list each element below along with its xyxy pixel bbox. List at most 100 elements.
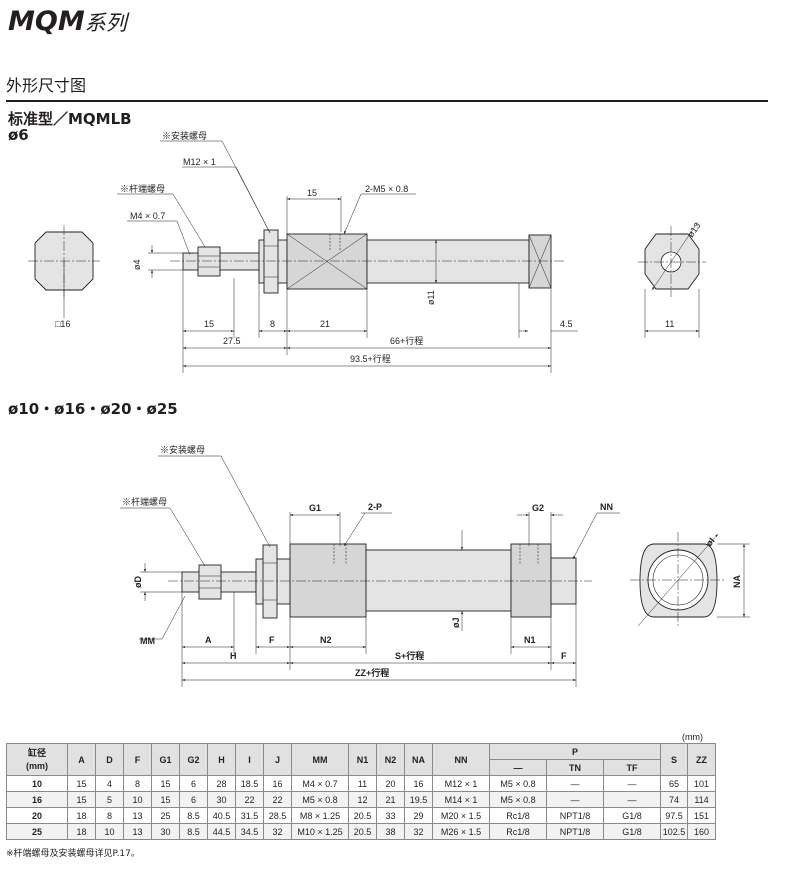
col-p: P bbox=[489, 743, 661, 760]
table-header-row: 缸径(mm) A D F G1 G2 H I J MM N1 N2 NA NN … bbox=[6, 743, 716, 776]
cell-n1: 20.5 bbox=[348, 823, 377, 840]
cell-p: M5 × 0.8 bbox=[489, 791, 547, 808]
cell-nn: M20 × 1.5 bbox=[432, 807, 490, 824]
cell-f: 8 bbox=[123, 775, 152, 792]
cell-a: 18 bbox=[67, 823, 96, 840]
cell-s: 102.5 bbox=[660, 823, 688, 840]
dimension-drawings: □16 bbox=[28, 130, 750, 687]
cell-tf: G1/8 bbox=[603, 823, 661, 840]
cell-mm: M10 × 1.25 bbox=[291, 823, 349, 840]
label-n1: N1 bbox=[524, 635, 536, 645]
col-p-std: — bbox=[489, 759, 547, 776]
col-nn: NN bbox=[432, 743, 490, 776]
dim-66-stroke: 66+行程 bbox=[390, 335, 423, 346]
col-a: A bbox=[67, 743, 96, 776]
cell-j: 22 bbox=[263, 791, 292, 808]
label-n2: N2 bbox=[320, 635, 332, 645]
large-drawing: ※安装螺母 ※杆端螺母 2-P NN G1 G2 øD øJ MM bbox=[120, 444, 750, 687]
dimension-table: 缸径(mm) A D F G1 G2 H I J MM N1 N2 NA NN … bbox=[6, 743, 716, 840]
label-na: NA bbox=[732, 575, 742, 588]
cell-zz: 114 bbox=[687, 791, 716, 808]
standard-title: 标准型／MQMLB bbox=[8, 110, 132, 128]
cell-h: 40.5 bbox=[207, 807, 236, 824]
col-d: D bbox=[95, 743, 124, 776]
cell-g1: 15 bbox=[151, 791, 180, 808]
cell-tn: NPT1/8 bbox=[546, 823, 604, 840]
col-zz: ZZ bbox=[687, 743, 716, 776]
label-g2: G2 bbox=[532, 503, 544, 513]
label-f-rear: F bbox=[561, 651, 567, 661]
cell-n2: 20 bbox=[376, 775, 405, 792]
label-port-m5: 2-M5 × 0.8 bbox=[365, 184, 408, 194]
col-bore: 缸径 (mm) bbox=[6, 743, 68, 776]
cell-nn: M26 × 1.5 bbox=[432, 823, 490, 840]
cell-mm: M5 × 0.8 bbox=[291, 791, 349, 808]
cell-d: 8 bbox=[95, 807, 124, 824]
col-na: NA bbox=[404, 743, 433, 776]
cell-n1: 20.5 bbox=[348, 807, 377, 824]
cell-bore: 16 bbox=[6, 791, 68, 808]
cell-na: 16 bbox=[404, 775, 433, 792]
label-square16: □16 bbox=[55, 319, 70, 329]
cell-a: 18 bbox=[67, 807, 96, 824]
standard-drawing: □16 bbox=[28, 130, 706, 373]
cell-zz: 151 bbox=[687, 807, 716, 824]
col-g1: G1 bbox=[151, 743, 180, 776]
cell-n2: 33 bbox=[376, 807, 405, 824]
cell-na: 32 bbox=[404, 823, 433, 840]
col-i: I bbox=[235, 743, 264, 776]
cell-h: 30 bbox=[207, 791, 236, 808]
cell-g1: 15 bbox=[151, 775, 180, 792]
series-title: MQM系列 bbox=[8, 6, 127, 37]
col-g2: G2 bbox=[179, 743, 208, 776]
cell-d: 4 bbox=[95, 775, 124, 792]
cell-na: 19.5 bbox=[404, 791, 433, 808]
cell-nn: M12 × 1 bbox=[432, 775, 490, 792]
cell-s: 97.5 bbox=[660, 807, 688, 824]
cell-g2: 8.5 bbox=[179, 823, 208, 840]
label-phiD: øD bbox=[133, 576, 143, 588]
dim-phi4: ø4 bbox=[132, 259, 142, 270]
label-f: F bbox=[269, 635, 275, 645]
cell-g2: 8.5 bbox=[179, 807, 208, 824]
dim-top-15: 15 bbox=[307, 188, 317, 198]
col-bore-label: 缸径 bbox=[27, 747, 46, 758]
dim-4-5: 4.5 bbox=[560, 319, 573, 329]
cell-g1: 30 bbox=[151, 823, 180, 840]
cell-s: 74 bbox=[660, 791, 688, 808]
cell-a: 15 bbox=[67, 791, 96, 808]
dim-21: 21 bbox=[320, 319, 330, 329]
cell-f: 10 bbox=[123, 791, 152, 808]
cell-bore: 20 bbox=[6, 807, 68, 824]
cell-f: 13 bbox=[123, 823, 152, 840]
label-large-rod-nut: ※杆端螺母 bbox=[122, 496, 167, 507]
col-h: H bbox=[207, 743, 236, 776]
cell-n1: 12 bbox=[348, 791, 377, 808]
cell-g2: 6 bbox=[179, 775, 208, 792]
series-suffix: 系列 bbox=[84, 11, 127, 35]
series-prefix: MQM bbox=[8, 6, 85, 37]
cell-tf: — bbox=[603, 791, 661, 808]
label-nn: NN bbox=[600, 502, 613, 512]
cell-zz: 101 bbox=[687, 775, 716, 792]
cell-nn: M14 × 1 bbox=[432, 791, 490, 808]
label-large-mount-nut: ※安装螺母 bbox=[160, 444, 205, 455]
cell-n2: 21 bbox=[376, 791, 405, 808]
label-phiJ: øJ bbox=[451, 617, 461, 628]
cell-tn: NPT1/8 bbox=[546, 807, 604, 824]
cell-zz: 160 bbox=[687, 823, 716, 840]
standard-left-view bbox=[28, 225, 100, 318]
label-zz-stroke: ZZ+行程 bbox=[355, 667, 389, 678]
label-std-mount-nut: ※安装螺母 bbox=[162, 130, 207, 141]
cell-i: 34.5 bbox=[235, 823, 264, 840]
dim-phi11: ø11 bbox=[426, 290, 436, 305]
col-n1: N1 bbox=[348, 743, 377, 776]
col-mm: MM bbox=[291, 743, 349, 776]
label-h: H bbox=[230, 651, 237, 661]
col-bore-unit: (mm) bbox=[26, 760, 48, 771]
large-side-view bbox=[168, 543, 592, 619]
col-p-tf: TF bbox=[603, 759, 661, 776]
